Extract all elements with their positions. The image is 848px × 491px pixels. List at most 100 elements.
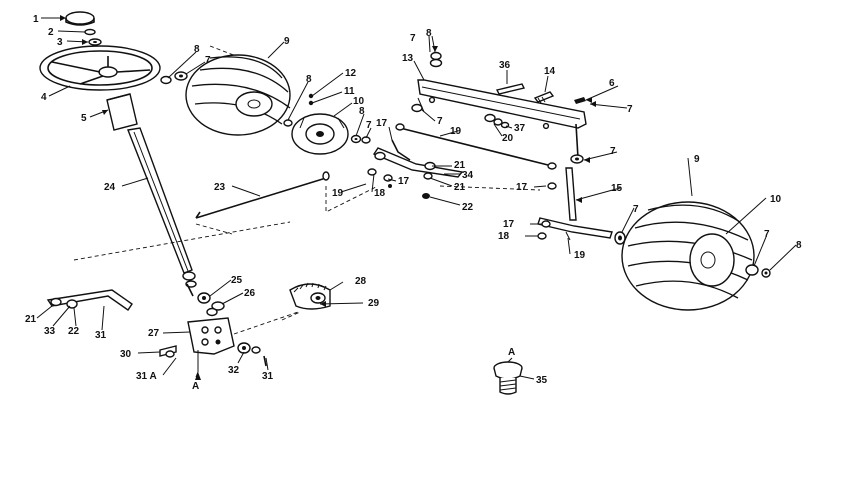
label-31: 31 xyxy=(262,371,274,382)
label-7: 7 xyxy=(366,120,372,131)
steering-washer-2 xyxy=(84,28,96,36)
label-7: 7 xyxy=(437,116,443,127)
label-10: 10 xyxy=(353,96,365,107)
steering-arm-left xyxy=(367,139,464,199)
label-19: 19 xyxy=(450,126,462,137)
label-23: 23 xyxy=(214,182,226,193)
leader-line xyxy=(73,221,291,261)
label-28: 28 xyxy=(355,276,367,287)
steering-link-arm xyxy=(46,289,133,311)
label-29: 29 xyxy=(368,298,380,309)
bolt-31b xyxy=(263,355,267,367)
label-11: 11 xyxy=(344,86,355,97)
leader-line xyxy=(281,311,301,321)
label-22: 22 xyxy=(462,202,474,213)
label-36: 36 xyxy=(499,60,511,71)
part-labels: 1 2 3 4 5 8 7 9 8 12 11 10 8 7 7 8 13 36… xyxy=(25,14,802,392)
bushing-26 xyxy=(206,301,225,317)
label-10: 10 xyxy=(770,194,782,205)
leader-line xyxy=(233,311,299,335)
pinion-25 xyxy=(197,292,211,304)
label-20: 20 xyxy=(502,133,514,144)
label-26: 26 xyxy=(244,288,256,299)
label-21: 21 xyxy=(454,160,466,171)
leader-line xyxy=(325,185,379,213)
label-2: 2 xyxy=(48,27,54,38)
nut-8c xyxy=(350,134,362,144)
label-35: 35 xyxy=(536,375,548,386)
hub-bolts xyxy=(308,93,314,106)
nut-7a xyxy=(174,71,188,81)
label-12: 12 xyxy=(345,68,357,79)
label-33: 33 xyxy=(44,326,56,337)
label-7: 7 xyxy=(410,33,416,44)
hub-nut-right xyxy=(745,264,771,278)
label-8: 8 xyxy=(194,44,200,55)
label-1: 1 xyxy=(33,14,39,25)
hub-rim-10 xyxy=(291,113,349,155)
steering-cap xyxy=(65,11,95,26)
left-wheel-tire xyxy=(185,54,291,136)
sector-gear-28 xyxy=(289,282,331,310)
label-15: 15 xyxy=(611,183,623,194)
gear-plate-27 xyxy=(187,317,235,372)
label-13: 13 xyxy=(402,53,414,64)
label-34: 34 xyxy=(462,170,474,181)
washer-8b xyxy=(283,119,293,127)
steering-wheel xyxy=(39,45,161,91)
label-a: A xyxy=(192,381,199,392)
label-31a: 31 A xyxy=(136,371,157,382)
label-14: 14 xyxy=(544,66,556,77)
label-31: 31 xyxy=(95,330,107,341)
label-17: 17 xyxy=(516,182,528,193)
label-7: 7 xyxy=(633,204,639,215)
label-37: 37 xyxy=(514,123,526,134)
right-wheel-tire xyxy=(621,201,755,311)
label-7: 7 xyxy=(610,146,616,157)
spindle-15 xyxy=(537,167,613,241)
leader-line xyxy=(195,223,233,235)
drag-link xyxy=(195,171,330,219)
label-8: 8 xyxy=(426,28,432,39)
arrowheads xyxy=(60,15,596,380)
washer-7g-right xyxy=(614,231,626,245)
fitting-35 xyxy=(493,361,523,395)
washer-8d xyxy=(429,51,443,68)
grease-fitting-14 xyxy=(533,91,555,104)
washer-7d xyxy=(411,103,423,113)
label-21: 21 xyxy=(25,314,37,325)
steering-column-sleeve xyxy=(106,93,138,131)
label-8: 8 xyxy=(359,106,365,117)
bushing-6 xyxy=(574,97,586,104)
label-17: 17 xyxy=(503,219,515,230)
label-18: 18 xyxy=(374,188,386,199)
label-9: 9 xyxy=(284,36,290,47)
label-30: 30 xyxy=(120,349,132,360)
label-18: 18 xyxy=(498,231,510,242)
label-a: A xyxy=(508,347,515,358)
washer-32 xyxy=(237,342,261,354)
label-17: 17 xyxy=(398,176,410,187)
label-22: 22 xyxy=(68,326,80,337)
label-8: 8 xyxy=(796,240,802,251)
axle-spacer-37 xyxy=(484,113,510,129)
label-32: 32 xyxy=(228,365,240,376)
label-19: 19 xyxy=(332,188,344,199)
leader-line xyxy=(209,45,237,57)
label-4: 4 xyxy=(41,92,47,103)
washer-7e xyxy=(570,154,584,164)
label-7: 7 xyxy=(764,229,770,240)
tie-rod xyxy=(395,123,557,170)
label-7: 7 xyxy=(627,104,633,115)
label-8: 8 xyxy=(306,74,312,85)
leader-line xyxy=(439,185,541,191)
label-17: 17 xyxy=(376,118,388,129)
label-3: 3 xyxy=(57,37,63,48)
label-24: 24 xyxy=(104,182,116,193)
steering-nut-3 xyxy=(88,38,102,46)
bolt-31a xyxy=(165,350,175,358)
label-27: 27 xyxy=(148,328,160,339)
label-21: 21 xyxy=(454,182,466,193)
label-19: 19 xyxy=(574,250,586,261)
washer-8a xyxy=(160,75,172,85)
